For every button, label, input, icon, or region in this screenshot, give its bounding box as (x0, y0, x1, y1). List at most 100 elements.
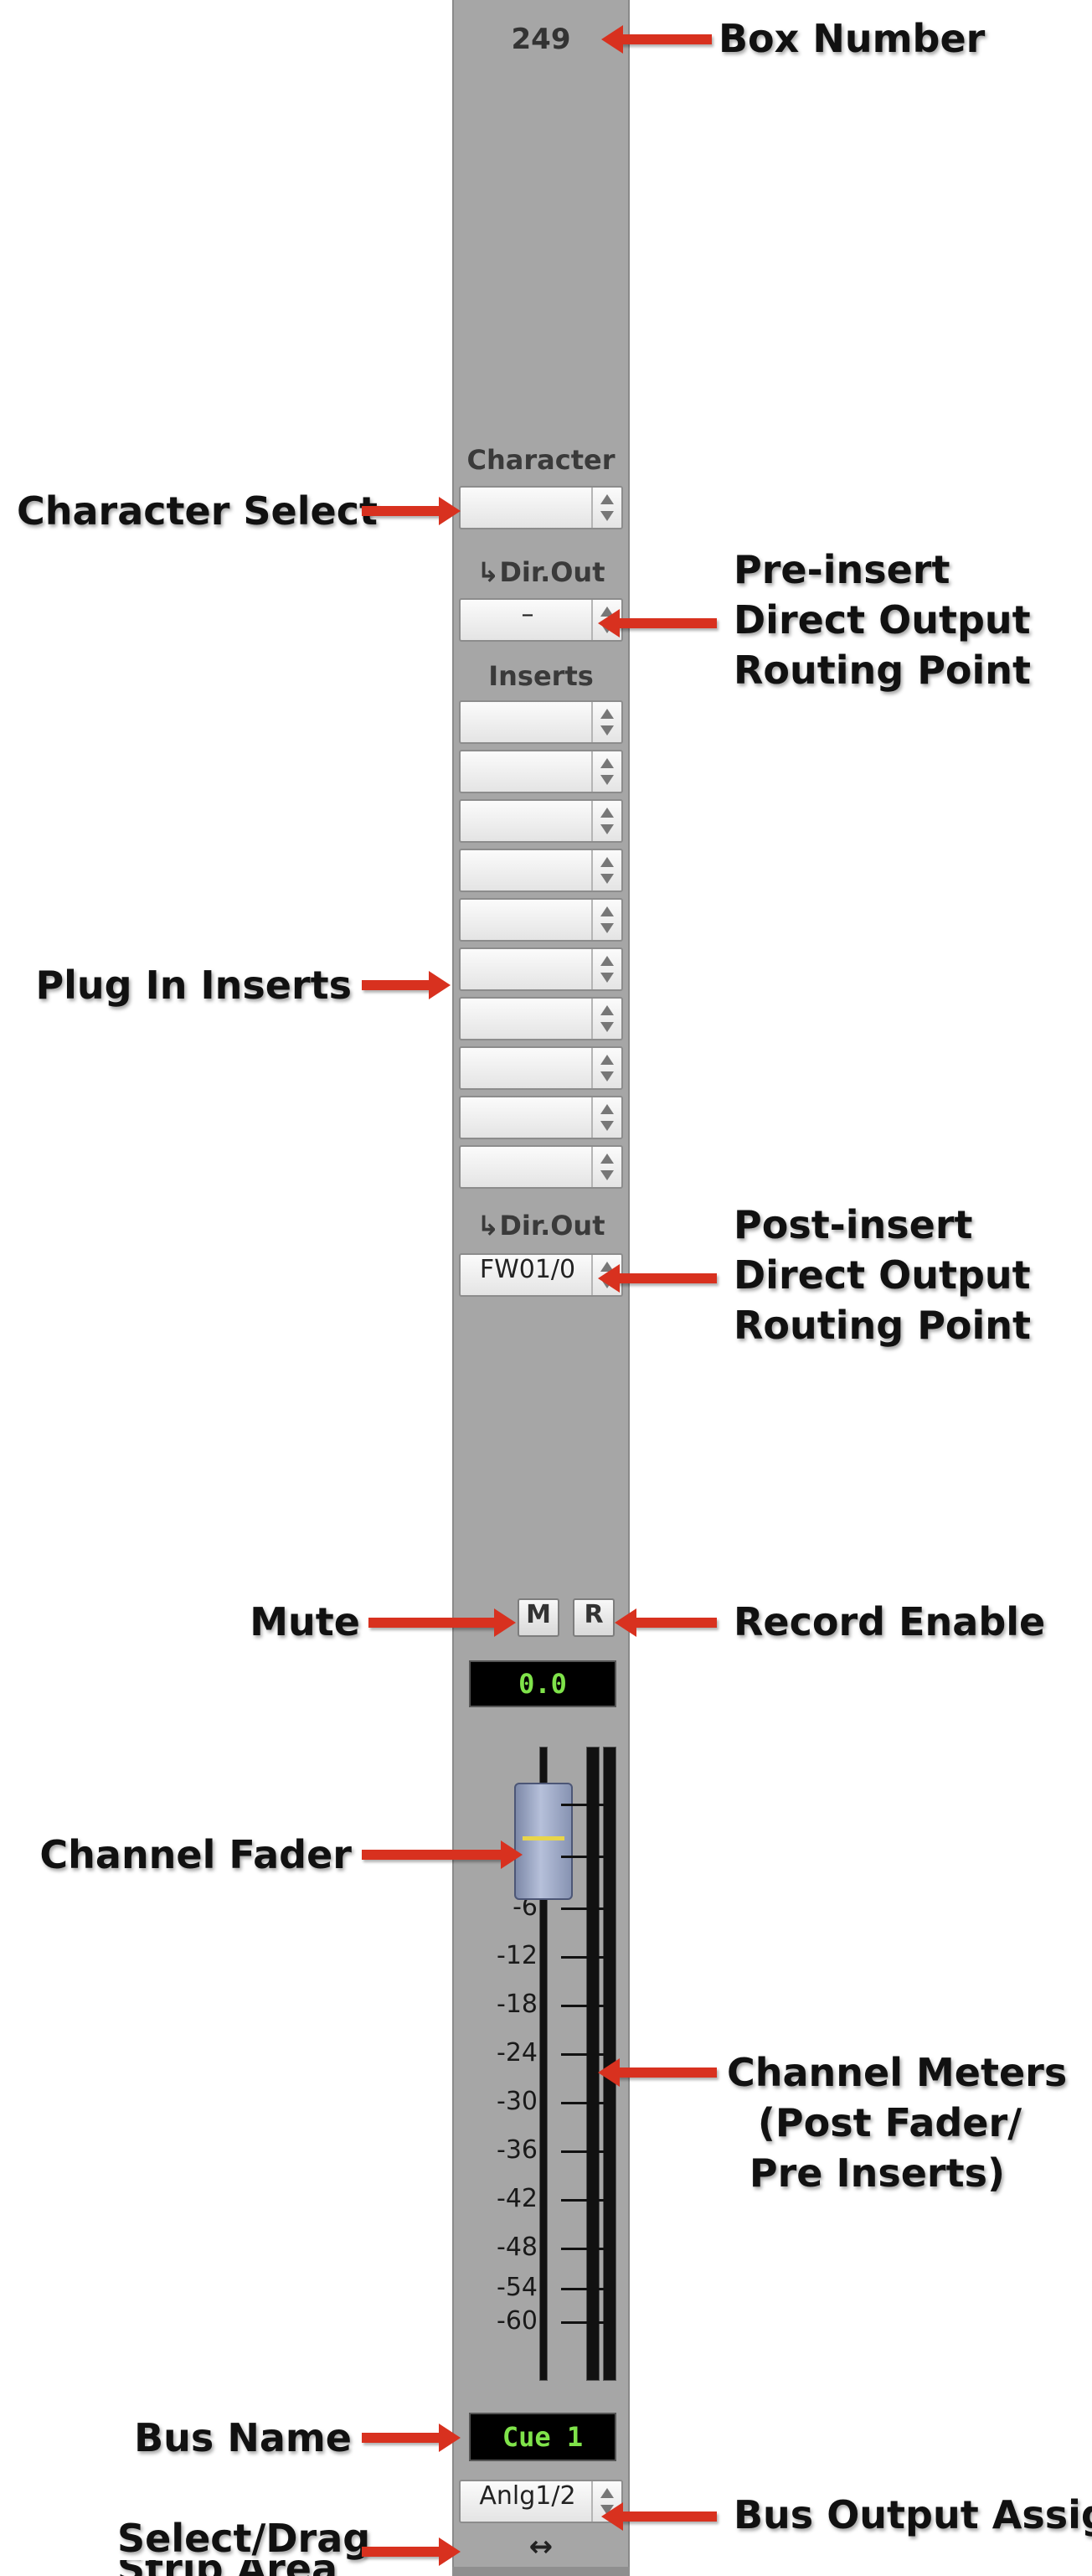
stepper-arrows-icon (591, 900, 621, 940)
insert-slot-value (461, 751, 595, 792)
insert-slot-value (461, 801, 595, 841)
box-number: 249 (511, 23, 571, 56)
arrow-icon (601, 25, 712, 54)
record-enable-button[interactable]: R (573, 1598, 615, 1637)
callout-post-insert-3: Routing Point (734, 1303, 1032, 1348)
post-insert-dirout-select[interactable]: FW01/0 (459, 1253, 623, 1297)
insert-slot-1[interactable] (459, 700, 623, 744)
callout-pre-insert-3: Routing Point (734, 648, 1032, 693)
arrow-icon (598, 609, 717, 638)
pre-dirout-value: – (521, 600, 534, 629)
arrow-icon (362, 971, 451, 999)
character-select-value (461, 488, 595, 528)
meter-scale-mark (561, 2150, 613, 2153)
bus-name-display[interactable]: Cue 1 (469, 2413, 616, 2461)
insert-slot-value (461, 900, 595, 940)
insert-slot-7[interactable] (459, 997, 623, 1040)
fader-scale-tick: -48 (497, 2233, 538, 2262)
insert-slot-6[interactable] (459, 947, 623, 991)
meter-scale-mark (561, 2053, 613, 2056)
callout-select-drag-1: Select/Drag (117, 2516, 371, 2561)
stepper-arrows-icon (591, 801, 621, 841)
callout-channel-meters-3: Pre Inserts) (749, 2150, 1005, 2196)
meter-scale-mark (561, 1804, 613, 1806)
arrow-icon (601, 2502, 717, 2531)
insert-slot-8[interactable] (459, 1046, 623, 1090)
insert-slot-4[interactable] (459, 849, 623, 892)
fader-scale-tick: -54 (497, 2273, 538, 2302)
insert-slot-3[interactable] (459, 799, 623, 843)
stepper-arrows-icon (591, 1048, 621, 1088)
mute-button[interactable]: M (518, 1598, 559, 1637)
stepper-arrows-icon (591, 488, 621, 528)
fader-scale-tick: -36 (497, 2135, 538, 2165)
arrow-icon (362, 497, 461, 525)
channel-fader-knob[interactable] (514, 1783, 573, 1900)
callout-select-drag-2: Strip Area (117, 2560, 337, 2576)
insert-slot-value (461, 702, 595, 742)
insert-slot-value (461, 1147, 595, 1187)
arrow-icon (598, 2058, 717, 2087)
callout-post-insert-1: Post-insert (734, 1202, 973, 1247)
bus-output-value: Anlg1/2 (479, 2481, 576, 2511)
arrow-icon (362, 1840, 523, 1869)
character-label: Character (466, 444, 616, 476)
callout-pre-insert-1: Pre-insert (734, 547, 950, 592)
meter-scale-mark (561, 1856, 613, 1858)
callout-plugin-inserts: Plug In Inserts (35, 963, 352, 1008)
arrow-icon (368, 1608, 516, 1637)
insert-slot-value (461, 999, 595, 1039)
callout-record-enable: Record Enable (734, 1599, 1046, 1644)
arrow-icon (362, 2537, 461, 2566)
fader-scale-tick: -42 (497, 2184, 538, 2213)
callout-channel-fader: Channel Fader (39, 1832, 352, 1877)
callout-mute: Mute (250, 1599, 360, 1644)
insert-slot-value (461, 949, 595, 989)
fader-scale-tick: -18 (497, 1990, 538, 2019)
insert-slot-2[interactable] (459, 750, 623, 793)
callout-channel-meters-1: Channel Meters (727, 2050, 1068, 2095)
strip-bottom-edge (452, 2567, 630, 2576)
arrow-icon (362, 2424, 461, 2452)
bus-output-assign-select[interactable]: Anlg1/2 (459, 2480, 623, 2523)
insert-slot-10[interactable] (459, 1145, 623, 1189)
meter-scale-mark (561, 2199, 613, 2202)
fader-value-display[interactable]: 0.0 (469, 1660, 616, 1707)
meter-scale-mark (561, 1956, 613, 1959)
stepper-arrows-icon (591, 999, 621, 1039)
meter-scale-mark (561, 2005, 613, 2007)
inserts-label: Inserts (488, 660, 594, 692)
insert-slot-5[interactable] (459, 898, 623, 942)
post-dirout-label: ↳Dir.Out (476, 1210, 605, 1242)
insert-slot-value (461, 1048, 595, 1088)
post-dirout-value: FW01/0 (479, 1255, 576, 1284)
meter-scale-mark (561, 2321, 613, 2324)
select-drag-strip-area[interactable]: ↔ (528, 2530, 554, 2563)
insert-slot-9[interactable] (459, 1096, 623, 1139)
fader-unity-line (523, 1836, 564, 1840)
insert-slot-value (461, 1097, 595, 1138)
stepper-arrows-icon (591, 1147, 621, 1187)
stepper-arrows-icon (591, 1097, 621, 1138)
meter-scale-mark (561, 2288, 613, 2290)
stepper-arrows-icon (591, 751, 621, 792)
arrow-icon (598, 1264, 717, 1293)
callout-pre-insert-2: Direct Output (734, 597, 1031, 643)
stepper-arrows-icon (591, 850, 621, 891)
fader-scale-tick: -12 (497, 1941, 538, 1970)
callout-character-select: Character Select (17, 488, 378, 534)
fader-track[interactable] (539, 1747, 548, 2381)
meter-scale-mark (561, 2102, 613, 2104)
callout-bus-output-assign: Bus Output Assign (734, 2492, 1092, 2537)
pre-dirout-label: ↳Dir.Out (476, 556, 605, 588)
meter-scale-mark (561, 1907, 613, 1910)
fader-scale-tick: -24 (497, 2038, 538, 2068)
callout-box-number: Box Number (719, 16, 986, 61)
callout-channel-meters-2: (Post Fader/ (757, 2100, 1022, 2145)
character-select[interactable] (459, 486, 623, 529)
fader-scale-tick: -30 (497, 2087, 538, 2116)
insert-slot-value (461, 850, 595, 891)
stepper-arrows-icon (591, 702, 621, 742)
arrow-icon (615, 1608, 717, 1637)
fader-scale-tick: -60 (497, 2306, 538, 2336)
